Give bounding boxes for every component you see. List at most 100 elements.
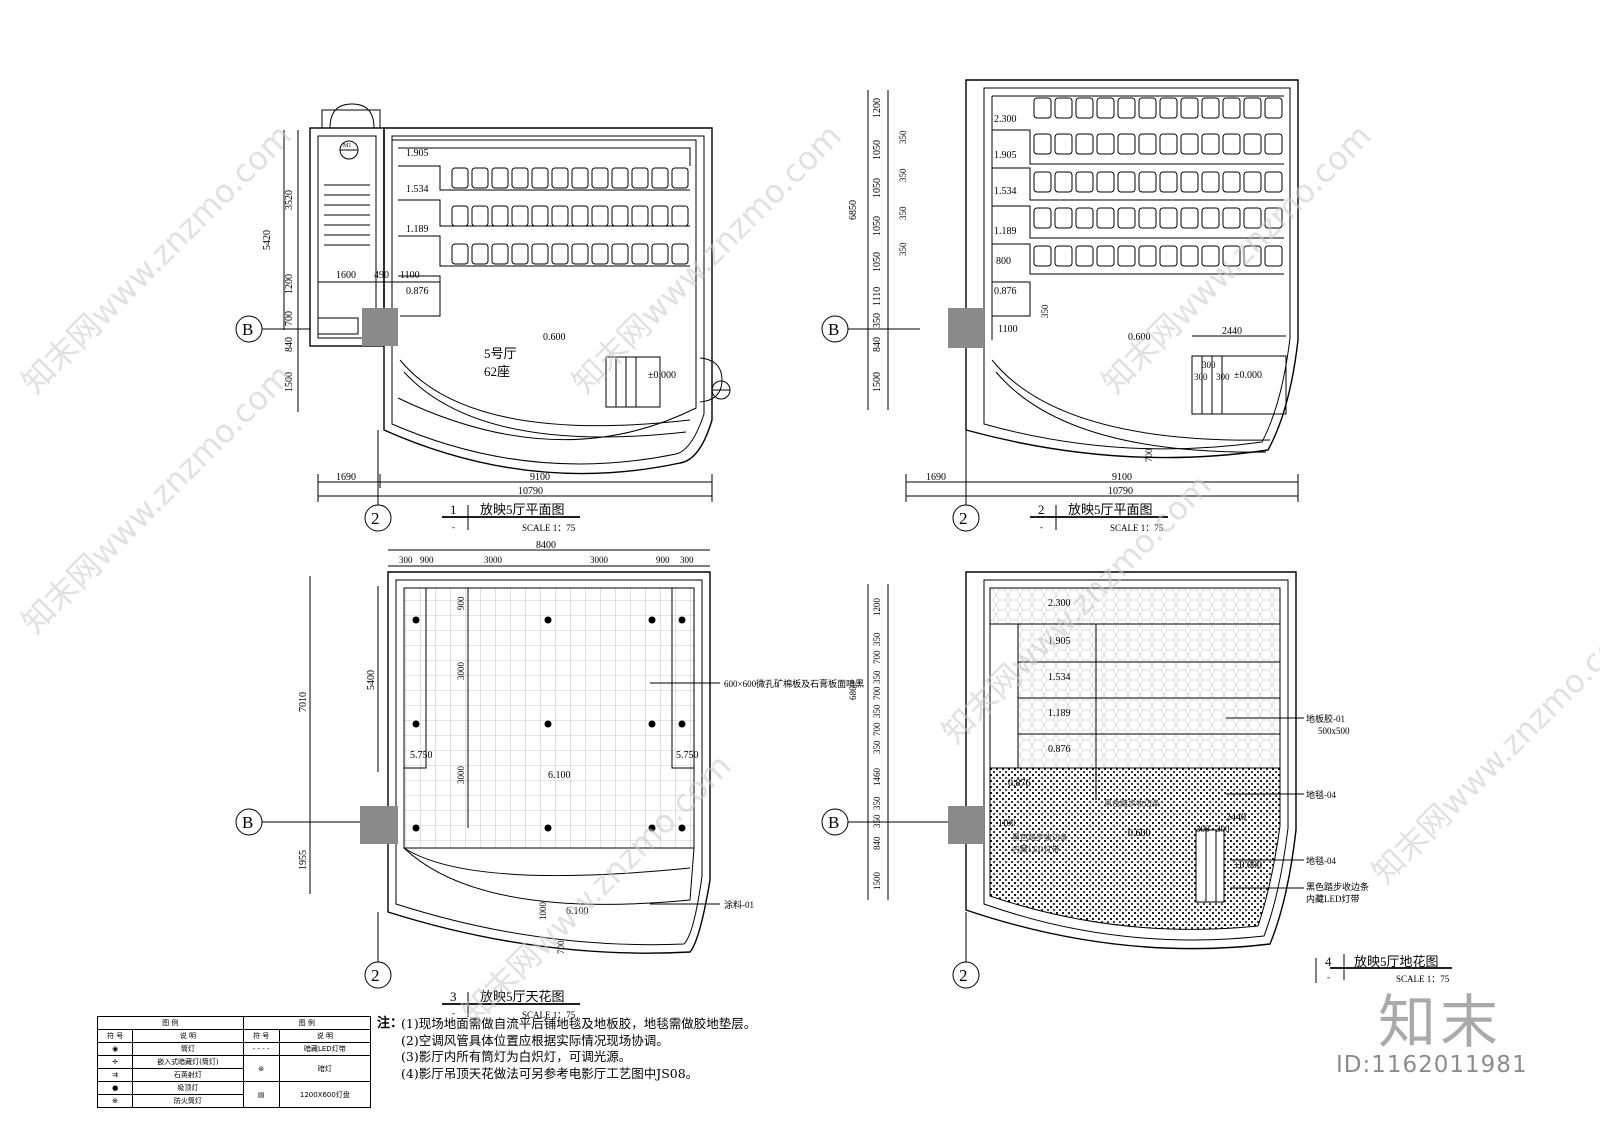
seat	[1264, 171, 1283, 193]
drawing-number: 1	[450, 502, 457, 517]
seat	[1159, 171, 1178, 193]
level-mark: 1.534	[1048, 672, 1071, 683]
level-mark: 1.534	[994, 186, 1017, 197]
dim-text: 3000	[590, 555, 609, 565]
seat	[1159, 133, 1178, 155]
dim-text: 1110	[872, 287, 883, 306]
seat	[1201, 207, 1220, 229]
dim-text: 10790	[1108, 486, 1133, 497]
dim-text: 1050	[872, 252, 883, 272]
downlight	[678, 824, 686, 832]
dim-text: 3520	[284, 190, 295, 210]
seat	[1075, 171, 1094, 193]
legend-head: 图 例	[242, 1016, 372, 1030]
drawing-title: 放映5厅平面图	[480, 502, 565, 517]
seat	[1054, 97, 1073, 119]
dim-text: 700	[556, 940, 566, 954]
axis-label: 2	[959, 966, 968, 985]
axis-label: B	[242, 813, 253, 832]
dim-text: 9100	[1112, 472, 1132, 483]
floor-left-dims: 6860120035070035070035070035014603503508…	[848, 598, 882, 891]
legend-desc: 筒灯	[132, 1042, 244, 1056]
hall-name: 5号厅	[484, 346, 517, 361]
level-mark: 0.876	[1008, 778, 1031, 789]
drawing-number: 3	[450, 989, 457, 1004]
level-mark: ±0.000	[648, 370, 676, 381]
seat	[1117, 245, 1136, 267]
seat	[1033, 133, 1052, 155]
downlight	[678, 720, 686, 728]
seat	[471, 167, 489, 189]
dim-text: 8400	[536, 540, 556, 551]
seat	[671, 205, 689, 227]
legend-col: 说 明	[132, 1029, 244, 1043]
inner-label: 黑色踏步收边条	[1104, 798, 1160, 808]
dim-text: 700	[872, 650, 882, 664]
level-mark: 0.876	[994, 286, 1017, 297]
dim-text: 300	[1216, 824, 1230, 834]
seat	[1054, 207, 1073, 229]
seat	[591, 205, 609, 227]
dim-text: 1200	[284, 274, 295, 294]
axis-label: B	[828, 320, 839, 339]
plan-3-ceiling: 5.750 5.750 6.100 6.100 8400 300 900 300…	[235, 540, 864, 1020]
door-tag: M1	[343, 143, 351, 149]
dim-text: 1050	[872, 178, 883, 198]
seat	[1243, 171, 1262, 193]
legend-desc: 吸顶灯	[132, 1081, 244, 1095]
seat	[1264, 133, 1283, 155]
axis-label: 2	[371, 966, 380, 985]
dim-text: 6850	[848, 200, 859, 220]
seat	[671, 243, 689, 265]
level-mark: 6.100	[566, 906, 589, 917]
dim-text: 900	[456, 596, 466, 610]
seat	[1180, 171, 1199, 193]
seat	[1243, 245, 1262, 267]
downlight	[412, 720, 420, 728]
seat	[631, 243, 649, 265]
axis-label: B	[242, 320, 253, 339]
seat	[551, 205, 569, 227]
level-mark: 6.100	[548, 770, 571, 781]
legend-col: 符 号	[242, 1029, 280, 1043]
level-mark: 0.600	[1128, 332, 1151, 343]
seat	[1054, 171, 1073, 193]
dim-text: 9100	[530, 472, 550, 483]
level-mark: 1.189	[406, 224, 429, 235]
seat-count: 62座	[484, 364, 510, 379]
seat	[531, 205, 549, 227]
seat	[1243, 207, 1262, 229]
seat	[1054, 133, 1073, 155]
seat	[491, 167, 509, 189]
seat-rows	[451, 167, 689, 265]
level-mark: ±0.000	[1234, 370, 1262, 381]
material-callout: 600×600微孔矿棉板及石膏板面喷黑	[724, 678, 864, 689]
legend-desc: 防火筒灯	[132, 1094, 244, 1108]
level-mark: 2.300	[1048, 598, 1071, 609]
seat	[511, 205, 529, 227]
dim-text: 300	[1194, 372, 1208, 382]
level-mark: 1.534	[406, 184, 429, 195]
dim-text: 1500	[872, 372, 883, 392]
brand-id: ID:1162011981	[1336, 1052, 1528, 1078]
seat	[1222, 245, 1241, 267]
drawing-number: 4	[1325, 954, 1332, 969]
material-callout: 地毯-04	[1306, 789, 1336, 800]
dim-text: 1955	[298, 850, 309, 870]
material-callout: 地板胶-01	[1306, 713, 1345, 724]
seat	[1096, 97, 1115, 119]
dim-text: 300	[680, 555, 694, 565]
concealed-light-icon: ⊛	[242, 1055, 280, 1082]
seat	[1033, 171, 1052, 193]
seat	[1180, 245, 1199, 267]
dim-text: 1200	[872, 98, 883, 118]
notes-title: 注：	[377, 1016, 404, 1031]
dim-text: 350	[898, 242, 908, 256]
level-mark: 5.750	[410, 750, 433, 761]
seat	[1201, 245, 1220, 267]
seat	[631, 167, 649, 189]
seat	[651, 205, 669, 227]
dim-text: 6860	[848, 682, 858, 701]
drawing-sub: -	[452, 522, 455, 532]
seat	[571, 167, 589, 189]
